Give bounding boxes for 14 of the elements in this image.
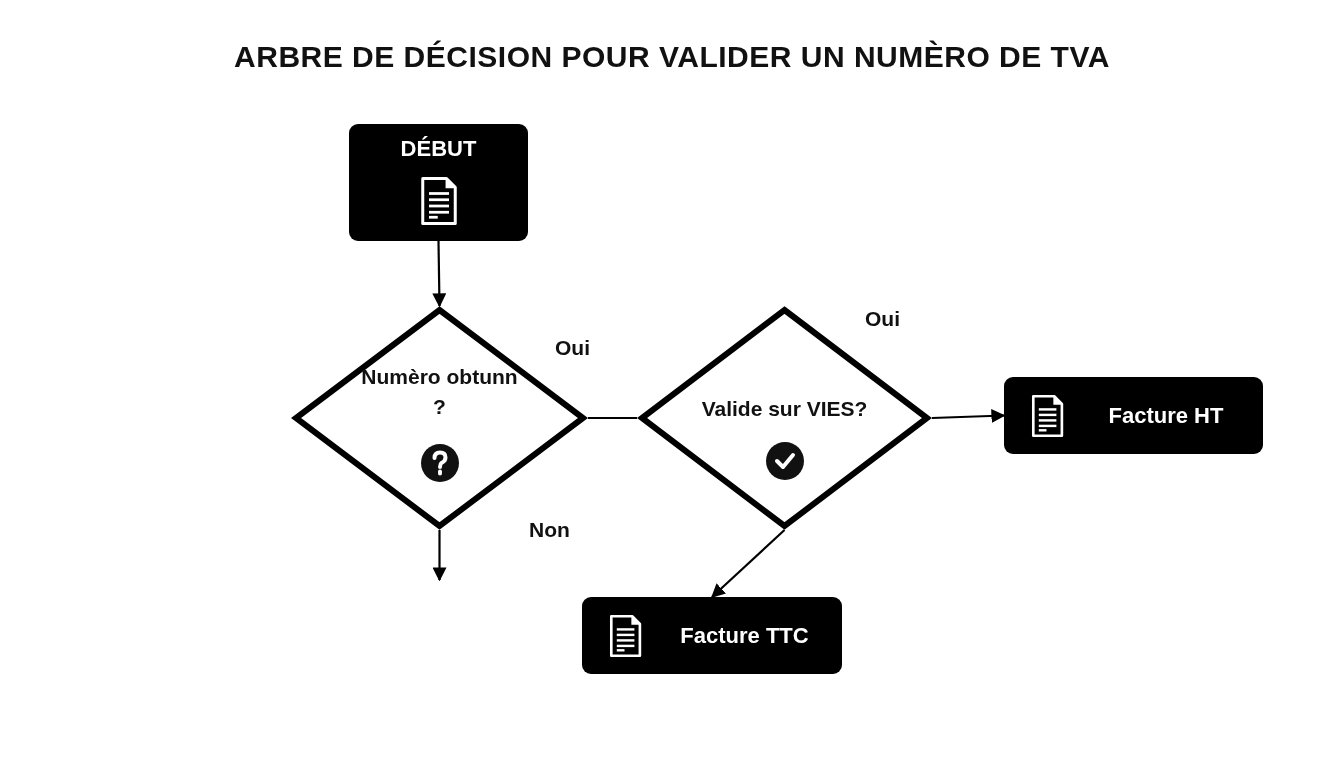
result-label: Facture TTC [679, 622, 810, 649]
start-label: DÉBUT [399, 136, 478, 162]
start-box [349, 124, 528, 241]
arrow [432, 241, 447, 308]
arrow [710, 529, 786, 598]
process-box [582, 597, 842, 674]
process-box [1004, 377, 1263, 454]
arrow [432, 530, 447, 582]
decision-text: Numèro obtunn ? [360, 364, 519, 420]
diagram-title: ARBRE DE DÉCISION POUR VALIDER UN NUMÈRO DE TVA [233, 40, 1111, 74]
arrow [931, 408, 1006, 423]
connector-line [588, 416, 637, 420]
result-label: Facture HT [1107, 402, 1225, 429]
decision-text: Valide sur VIES? [700, 396, 869, 422]
